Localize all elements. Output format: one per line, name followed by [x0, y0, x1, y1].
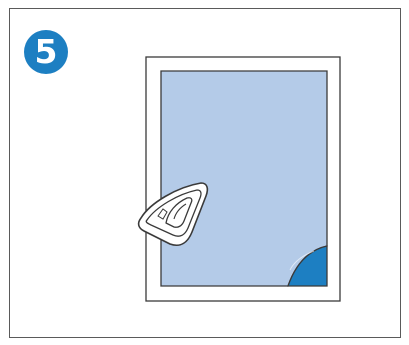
fabric-sheet: [161, 71, 327, 286]
